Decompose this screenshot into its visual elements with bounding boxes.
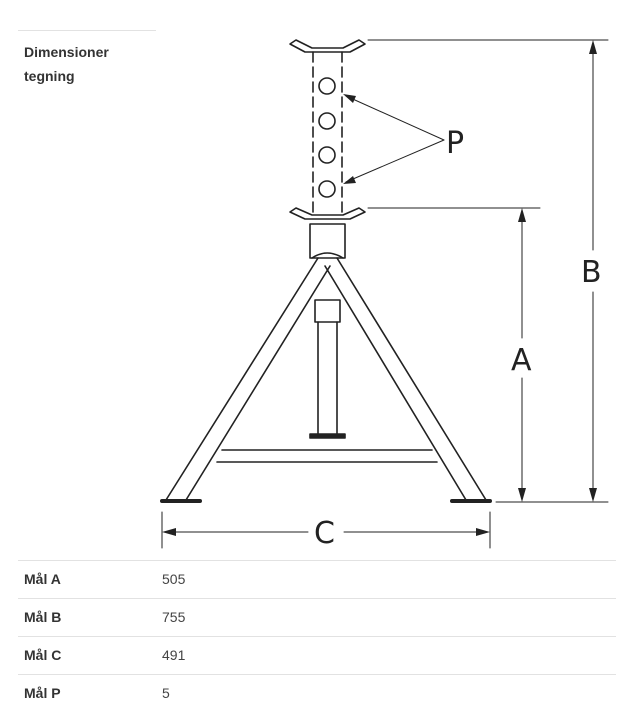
arrow-p-top xyxy=(343,94,356,103)
arrow-p-bottom xyxy=(343,176,356,184)
right-leg xyxy=(324,257,487,501)
pin-hole xyxy=(318,112,336,130)
section-label: Dimensioner tegning xyxy=(24,44,109,84)
pin-hole xyxy=(318,77,336,95)
dim-label-b: B xyxy=(581,255,602,290)
spec-label: Mål P xyxy=(24,685,61,701)
rod-foot xyxy=(309,433,346,439)
spec-row-b: Mål B 755 xyxy=(18,598,616,636)
spec-label: Mål A xyxy=(24,571,61,587)
collar-block xyxy=(309,223,346,259)
dim-label-c: C xyxy=(314,516,335,551)
section-top-rule xyxy=(18,30,156,31)
arrow-c-left xyxy=(162,528,176,536)
spec-row-p: Mål P 5 xyxy=(18,674,616,712)
centre-square xyxy=(314,299,341,323)
leg-apex xyxy=(311,252,344,259)
spec-row-a: Mål A 505 xyxy=(18,560,616,598)
p-leader-top xyxy=(345,95,445,141)
pin-holes xyxy=(318,77,336,198)
arrow-c-right xyxy=(476,528,490,536)
top-saddle xyxy=(289,39,366,53)
dim-label-p: P xyxy=(446,126,464,161)
spec-value: 505 xyxy=(162,571,186,587)
spec-label: Mål B xyxy=(24,609,62,625)
arrow-b-top xyxy=(589,40,597,54)
spec-value: 5 xyxy=(162,685,170,701)
arrow-a-bottom xyxy=(518,488,526,502)
pin-hole xyxy=(318,146,336,164)
left-leg xyxy=(165,257,331,501)
lower-saddle xyxy=(289,207,366,220)
spec-label: Mål C xyxy=(24,647,62,663)
spec-row-c: Mål C 491 xyxy=(18,636,616,674)
arrow-b-bottom xyxy=(589,488,597,502)
spec-table: Mål A 505 Mål B 755 Mål C 491 Mål P 5 xyxy=(18,560,616,712)
spec-value: 491 xyxy=(162,647,186,663)
spec-value: 755 xyxy=(162,609,186,625)
pin-hole xyxy=(318,180,336,198)
p-leader-bottom xyxy=(345,139,445,183)
dim-label-a: A xyxy=(511,343,532,378)
arrow-a-top xyxy=(518,208,526,222)
axle-stand-drawing: P B A C xyxy=(160,39,609,551)
